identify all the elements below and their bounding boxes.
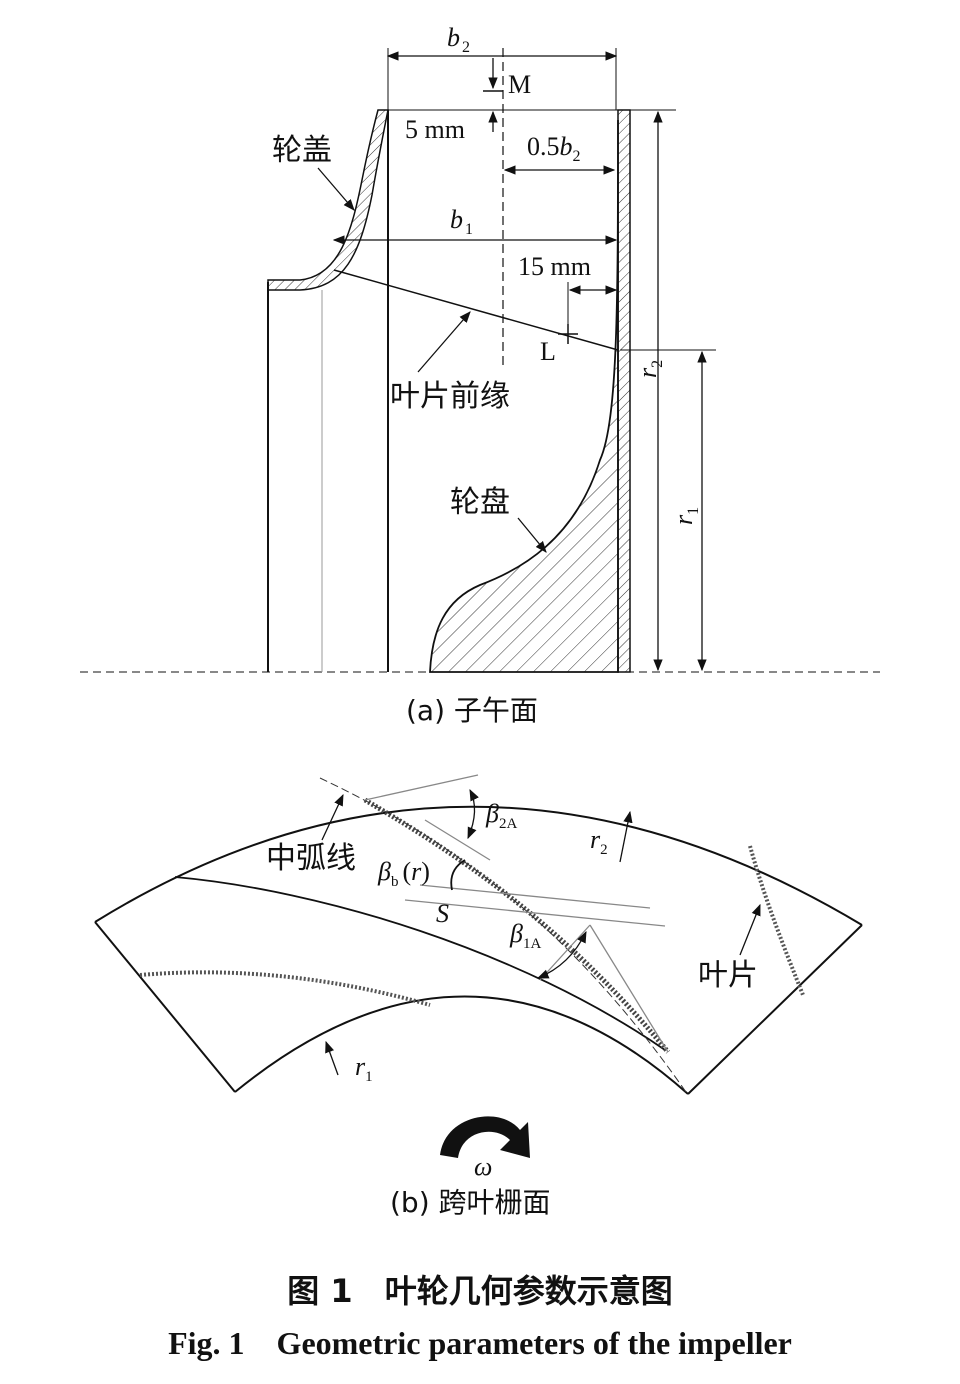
hub-back-plate xyxy=(617,109,631,673)
s-label: S xyxy=(436,899,449,928)
blade-leader xyxy=(739,903,761,956)
blade-label: 叶片 xyxy=(698,958,758,993)
figure-caption-en: Fig. 1 Geometric parameters of the impel… xyxy=(168,1325,792,1361)
camber-label: 中弧线 xyxy=(266,841,356,876)
camber-leader xyxy=(321,793,344,841)
b2-label: b xyxy=(447,23,460,52)
camber-line xyxy=(319,777,689,1096)
r1-b-leader xyxy=(325,1040,339,1076)
leading-edge-line xyxy=(333,269,619,351)
five-mm-label: 5 mm xyxy=(405,115,465,144)
rotation-arrow-icon xyxy=(440,1116,530,1158)
r2-b-leader xyxy=(619,810,633,863)
panel-b-cascade: β2A 中弧线 βb(r) S β1A r2 叶片 r1 ω (b) 跨叶栅面 xyxy=(94,774,863,1219)
m-label: M xyxy=(508,70,531,99)
s-tangent-2 xyxy=(404,899,666,927)
leading-edge-label: 叶片前缘 xyxy=(390,379,510,414)
inlet-radial xyxy=(539,924,591,981)
hub-leader xyxy=(517,517,547,553)
r1-b-label: r1 xyxy=(355,1052,373,1085)
beta2-label: β2A xyxy=(485,799,517,832)
leading-edge-leader xyxy=(417,311,471,373)
blade-center xyxy=(363,797,670,1054)
blade-left-1 xyxy=(174,876,666,1051)
caption-a: (a) 子午面 xyxy=(406,694,538,727)
beta2-arc xyxy=(467,788,479,840)
left-side-line xyxy=(94,921,236,1093)
b1-label: b xyxy=(450,205,463,234)
figure-caption-cn: 图 1 叶轮几何参数示意图 xyxy=(287,1272,672,1310)
betab-arc xyxy=(450,859,466,891)
r1-label: r1 xyxy=(669,507,702,525)
beta1-arc xyxy=(536,930,587,979)
s-tangent-1 xyxy=(419,884,651,909)
betab-label: βb(r) xyxy=(377,857,430,890)
caption-b: (b) 跨叶栅面 xyxy=(390,1186,551,1219)
inner-arc xyxy=(234,995,689,1095)
outlet-tangent xyxy=(364,774,479,801)
fifteen-mm-label: 15 mm xyxy=(518,252,591,281)
inlet-tangent xyxy=(589,924,669,1053)
hub-label: 轮盘 xyxy=(450,485,510,520)
b2-sub: 2 xyxy=(462,39,470,56)
right-side-line xyxy=(687,924,863,1095)
blade-right xyxy=(748,845,805,996)
l-label: L xyxy=(540,337,556,366)
blade-left-2 xyxy=(139,970,431,1007)
panel-a-meridional: b 2 M 5 mm 0.5b2 轮盖 b 1 15 mm L 叶片前缘 r2 xyxy=(80,23,880,727)
r2-label: r2 xyxy=(633,360,666,378)
outlet-blade-tangent xyxy=(424,819,491,861)
shroud-leader xyxy=(317,167,355,211)
omega-label: ω xyxy=(474,1152,492,1181)
r2-b-label: r2 xyxy=(590,825,608,858)
b1-sub: 1 xyxy=(465,221,473,238)
beta1-label: β1A xyxy=(509,919,541,952)
hub xyxy=(429,119,619,673)
half-b2-label: 0.5b2 xyxy=(527,132,581,165)
shroud-label: 轮盖 xyxy=(272,133,332,168)
